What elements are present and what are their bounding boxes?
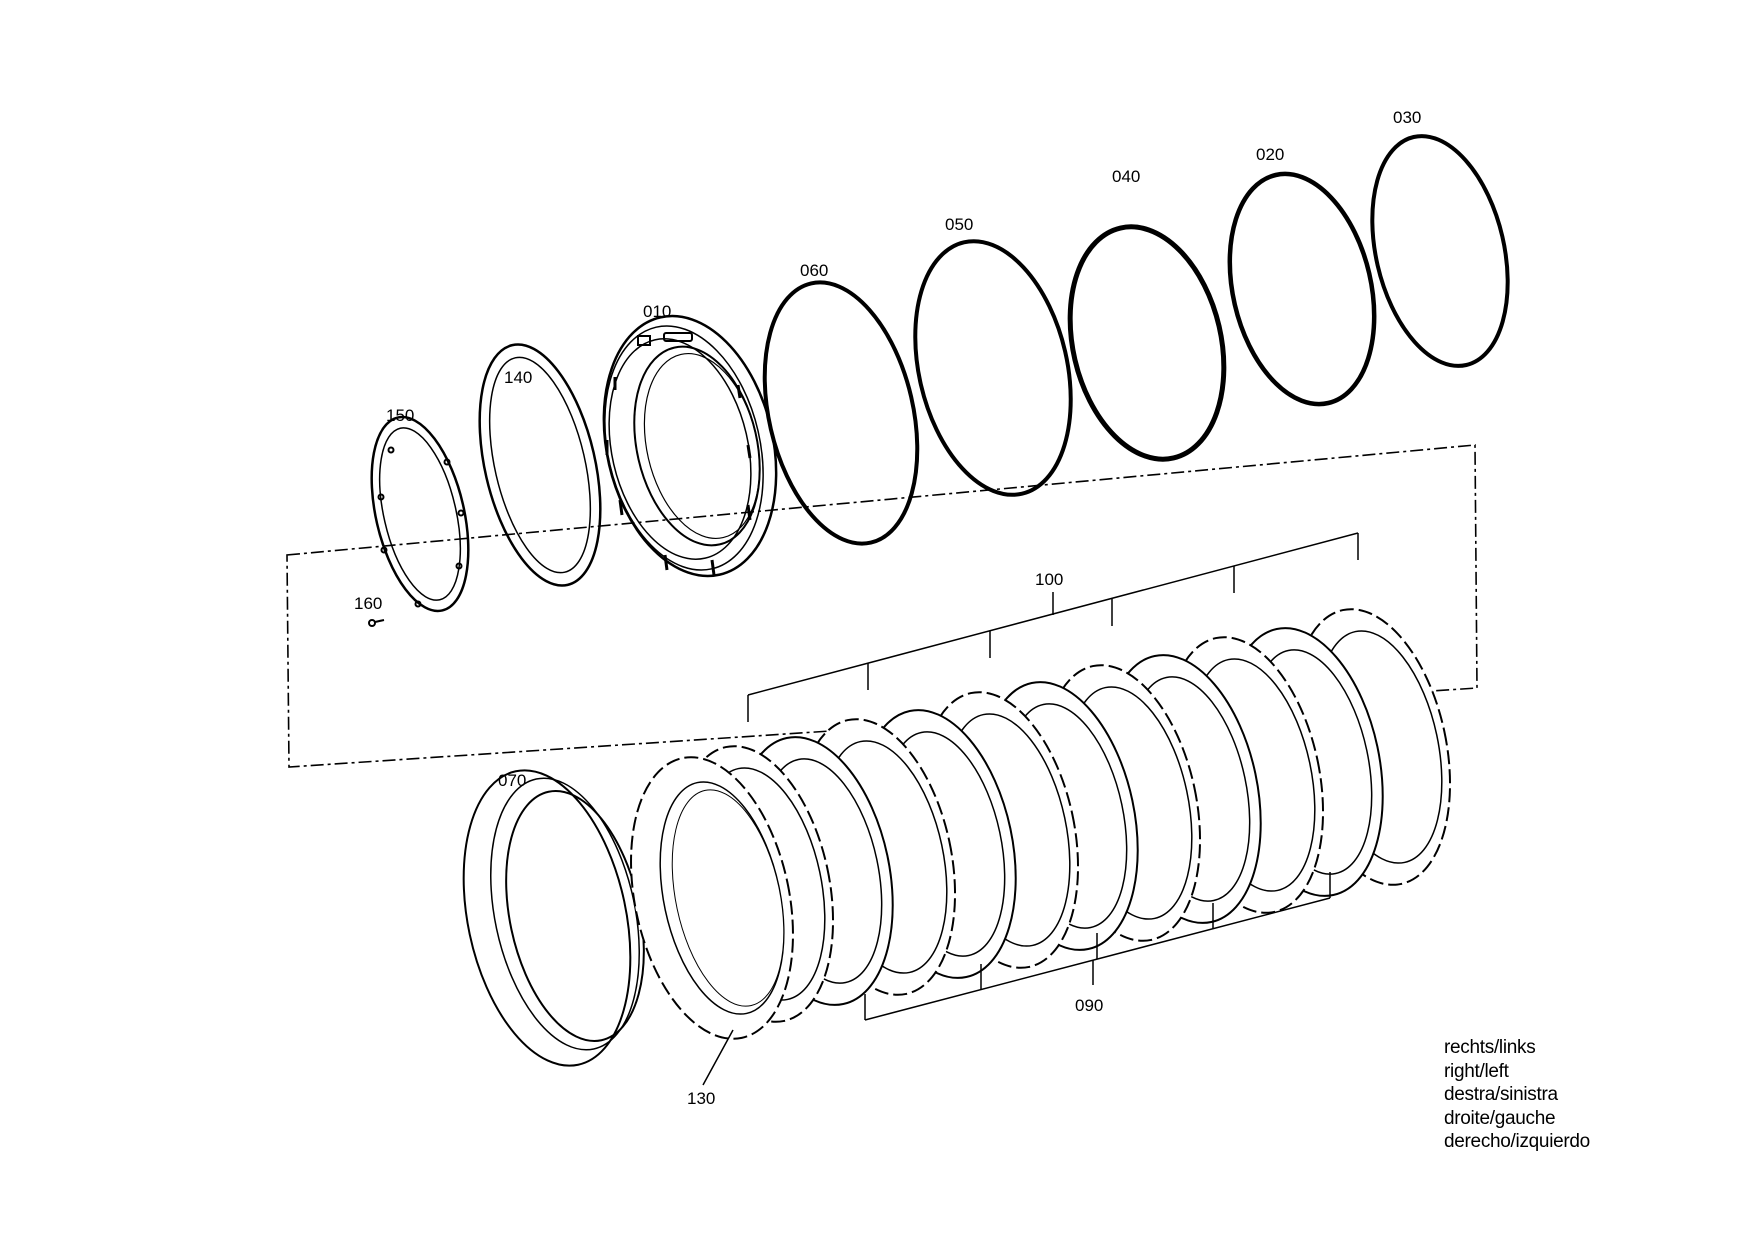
screw-160[interactable] xyxy=(368,619,385,627)
callout-040: 040 xyxy=(1112,167,1140,186)
orientation-note-line: rechts/links xyxy=(1444,1037,1536,1058)
end-plate-130[interactable] xyxy=(607,742,817,1054)
o-ring-050[interactable] xyxy=(892,226,1094,511)
callout-020: 020 xyxy=(1256,145,1284,164)
callout-140: 140 xyxy=(504,368,532,387)
orientation-note-line: derecho/izquierdo xyxy=(1444,1131,1590,1152)
bracket-090 xyxy=(864,872,1331,1021)
assembly-boundary xyxy=(286,444,1478,768)
callout-050: 050 xyxy=(945,215,973,234)
orientation-note-line: droite/gauche xyxy=(1444,1107,1556,1129)
callout-060: 060 xyxy=(800,261,828,280)
callout-070: 070 xyxy=(498,771,526,790)
orientation-note: rechts/links right/left destra/sinistra … xyxy=(1444,1036,1590,1154)
callout-150: 150 xyxy=(386,406,414,425)
clutch-pack xyxy=(607,608,1452,1054)
callout-090: 090 xyxy=(1075,996,1103,1015)
plate-150[interactable] xyxy=(355,408,485,621)
ring-140[interactable] xyxy=(459,333,622,597)
orientation-note-line: right/left xyxy=(1444,1060,1509,1082)
leader-130 xyxy=(702,1029,734,1086)
o-ring-030[interactable] xyxy=(1351,123,1528,380)
bracket-100 xyxy=(747,532,1359,722)
callout-160: 160 xyxy=(354,594,382,613)
callout-010: 010 xyxy=(643,302,671,321)
piston-010[interactable] xyxy=(579,299,800,594)
ring-070[interactable] xyxy=(439,755,665,1081)
callout-100: 100 xyxy=(1035,570,1063,589)
callout-030: 030 xyxy=(1393,108,1421,127)
o-ring-040[interactable] xyxy=(1048,211,1245,474)
o-ring-020[interactable] xyxy=(1208,159,1395,418)
callout-130: 130 xyxy=(687,1089,715,1108)
orientation-note-line: destra/sinistra xyxy=(1444,1084,1558,1105)
